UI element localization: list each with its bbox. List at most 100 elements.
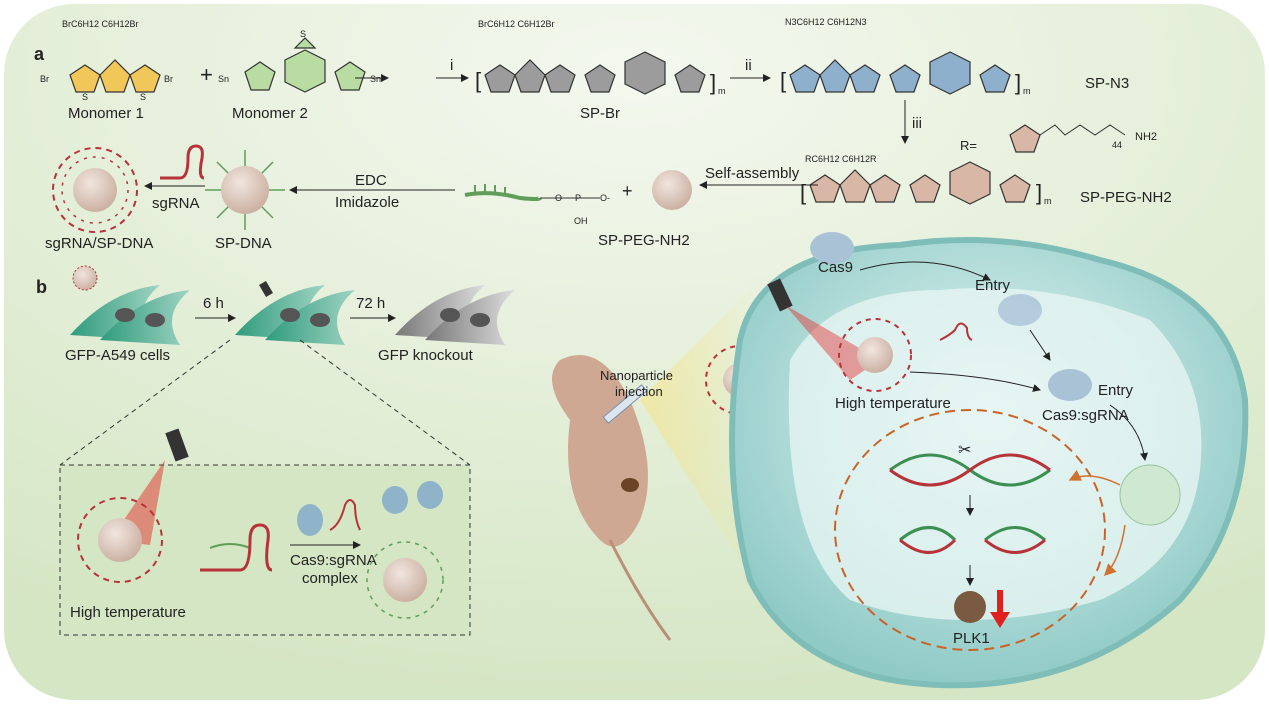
monomer1-right: Br	[164, 74, 173, 84]
svg-text:S: S	[82, 92, 88, 102]
sgrna-small-icon	[329, 499, 361, 531]
sp-peg-structure: [ ] m RC6H12 C6H12R	[800, 154, 1052, 206]
sp-br-label: SP-Br	[580, 105, 620, 122]
monomer2-left: Sn	[218, 74, 229, 84]
dna-double-helix: ✂	[889, 442, 1051, 487]
cell-heated-nanoparticle	[838, 318, 912, 392]
phosphate-o: O	[555, 193, 562, 203]
sgrna-label: sgRNA	[152, 195, 200, 212]
arrow-cas9-down	[1029, 329, 1051, 361]
gfp-a549-cells-label: GFP-A549 cells	[65, 347, 170, 364]
svg-text:]: ]	[1015, 70, 1021, 95]
sgrna-icon	[160, 144, 205, 180]
cas9-sgrna-complex-icon	[382, 486, 408, 514]
plk1-protein	[954, 591, 986, 623]
step-iii-label: iii	[912, 115, 922, 132]
complex-label-line1: Cas9:sgRNA	[290, 552, 377, 569]
inset-sp-dna-nanoparticle	[366, 541, 444, 619]
monomer2-right: Sn	[370, 74, 381, 84]
scissors-icon: ✂	[958, 442, 971, 459]
cut-dna	[899, 526, 1046, 554]
phosphate-o-minus: O-	[600, 193, 610, 203]
sp-br-repeat: m	[718, 86, 726, 96]
cell-high-temperature-label: High temperature	[835, 395, 951, 412]
complex-label-line2: complex	[302, 570, 358, 587]
panel-b-label: b	[36, 277, 47, 297]
sp-n3-label: SP-N3	[1085, 75, 1129, 92]
cas9-protein-icon	[297, 504, 323, 536]
injection-label-line1: Nanoparticle	[600, 368, 673, 383]
light-beam	[640, 280, 760, 560]
dna-phosphate-structure: O P O- OH	[464, 184, 610, 226]
cas9-label: Cas9	[818, 259, 853, 276]
cas9-sgrna-complex-icon-2	[417, 481, 443, 509]
gfp-cells-treated	[235, 280, 355, 345]
sp-dna-nanoparticle	[205, 150, 285, 230]
monomer1-left: Br	[40, 74, 49, 84]
svg-text:]: ]	[1036, 180, 1042, 205]
svg-text:[: [	[475, 68, 481, 93]
arrow-vesicle-down	[1103, 524, 1126, 577]
vesicle	[1119, 464, 1181, 526]
cas9-protein	[810, 232, 854, 264]
svg-text:[: [	[780, 68, 786, 93]
sp-n3-substituents: N3C6H12 C6H12N3	[785, 17, 867, 27]
sp-n3-structure: [ ] m N3C6H12 C6H12N3	[780, 17, 1031, 96]
sp-peg-label: SP-PEG-NH2	[1080, 189, 1172, 206]
sp-peg-nanoparticle	[652, 170, 692, 210]
time-72h-label: 72 h	[356, 295, 385, 312]
sgrna-sp-dna-nanoparticle	[52, 147, 138, 233]
cas9-sgrna-label: Cas9:sgRNA	[1042, 407, 1129, 424]
nucleus	[834, 409, 1106, 651]
inset-high-temperature-label: High temperature	[70, 604, 186, 621]
imidazole-label: Imidazole	[335, 194, 399, 211]
down-arrow-icon	[990, 590, 1010, 628]
inset-connector-right	[299, 339, 471, 466]
arrow-sgrna-complex	[909, 371, 1041, 392]
cas9-internalized	[998, 294, 1042, 326]
sp-br-substituents: BrC6H12 C6H12Br	[478, 19, 555, 29]
svg-text:]: ]	[710, 70, 716, 95]
monomer-1-structure: S S Br Br BrC6H12 C6H12Br	[40, 19, 173, 102]
sp-peg-nanoparticle-label: SP-PEG-NH2	[598, 232, 690, 249]
cas9-sgrna-complex	[1048, 369, 1092, 401]
monomer-2-label: Monomer 2	[232, 105, 308, 122]
inset-connector-left	[59, 339, 231, 466]
monomer1-substituents: BrC6H12 C6H12Br	[62, 19, 139, 29]
phosphate-p: P	[575, 193, 581, 203]
time-6h-label: 6 h	[203, 295, 224, 312]
r-equals: R=	[960, 138, 977, 153]
released-sgrna	[200, 523, 273, 572]
entry-label-2: Entry	[1098, 382, 1134, 399]
amine-end: NH2	[1135, 131, 1157, 143]
svg-text:S: S	[140, 92, 146, 102]
cell-laser	[767, 278, 880, 380]
panel-a-label: a	[34, 44, 45, 64]
gfp-knockout-cells	[395, 285, 515, 345]
sp-peg-repeat: m	[1044, 196, 1052, 206]
plk1-label: PLK1	[953, 630, 990, 647]
monomer-1-label: Monomer 1	[68, 105, 144, 122]
self-assembly-label: Self-assembly	[705, 165, 800, 182]
tumor	[621, 478, 639, 492]
sp-n3-repeat: m	[1023, 86, 1031, 96]
arrow-vesicle-to-nucleus	[1068, 469, 1121, 486]
step-i-label: i	[450, 57, 453, 74]
sgrna-released	[939, 322, 973, 341]
r-group-structure: R= 44 NH2	[960, 124, 1157, 153]
step-ii-label: ii	[745, 57, 752, 74]
svg-text:S: S	[300, 29, 306, 39]
monomer-2-structure: S Sn Sn	[218, 29, 381, 93]
gfp-knockout-label: GFP knockout	[378, 347, 474, 364]
injection-label-line2: injection	[615, 384, 663, 399]
sp-peg-substituents: RC6H12 C6H12R	[805, 154, 877, 164]
edc-label: EDC	[355, 172, 387, 189]
phosphate-oh: OH	[574, 216, 588, 226]
svg-text:[: [	[800, 180, 806, 205]
gfp-cells-start	[70, 265, 190, 345]
entry-label-1: Entry	[975, 277, 1011, 294]
arrow-entry-nucleus	[1109, 404, 1148, 461]
svg-text:+: +	[622, 181, 633, 201]
released-dna	[209, 543, 251, 549]
